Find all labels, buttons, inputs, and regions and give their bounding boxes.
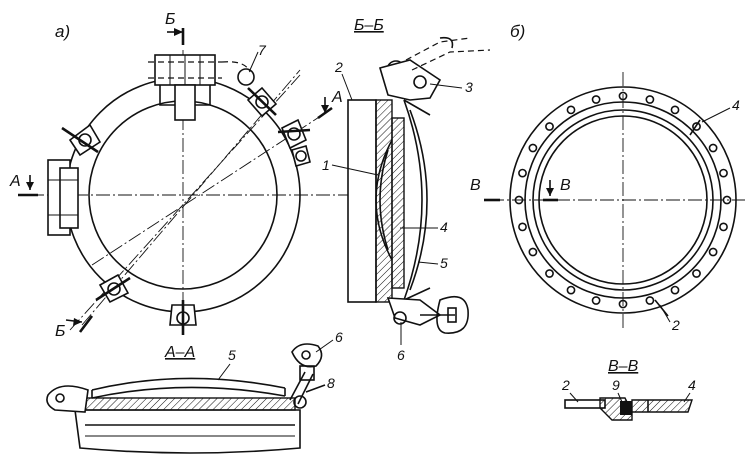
- bolt-hole: [645, 296, 655, 305]
- callout-1: 1: [322, 157, 330, 173]
- cut-letter-a-left: А: [9, 173, 21, 190]
- callout-7: 7: [258, 42, 267, 58]
- base-body: [74, 409, 301, 454]
- membrane-1: [375, 139, 393, 261]
- callout-8: 8: [327, 375, 335, 391]
- bolt-hole: [545, 269, 554, 278]
- front-view-b: [484, 72, 745, 328]
- clamp-handle-aa: [291, 343, 323, 368]
- bolt-hole: [518, 168, 527, 178]
- clamp-lug-upper-left: [61, 123, 102, 157]
- outer-shell-5: [403, 99, 423, 301]
- bolt-hole: [670, 285, 680, 295]
- front-view-a: [18, 28, 365, 335]
- arrow-a-right: [317, 97, 333, 120]
- bolt-hole: [692, 269, 701, 278]
- bolt-hole: [692, 122, 701, 131]
- bolt-hole: [528, 247, 538, 257]
- callout-2-vv: 2: [561, 377, 570, 393]
- callout-5-aa: 5: [228, 347, 236, 363]
- coaming-frame: [347, 99, 377, 303]
- frame-flange: [375, 99, 393, 303]
- callout-4-vv: 4: [688, 377, 696, 393]
- callout-5-bb: 5: [440, 255, 448, 271]
- section-view-bb: [347, 36, 491, 334]
- cover-plate: [391, 117, 405, 289]
- clamp-lug-right-lower: [291, 145, 311, 167]
- view-label-b: б): [510, 22, 525, 41]
- plate-2-vv: [564, 399, 606, 409]
- clamp-lug-upper-right: [246, 86, 278, 118]
- section-title-aa: А–А: [164, 344, 195, 361]
- callout-2-b: 2: [671, 317, 680, 333]
- bolt-hole: [719, 168, 728, 178]
- wing-handle: [436, 295, 469, 334]
- bolt-hole: [566, 285, 576, 295]
- arrow-b-top: [167, 28, 185, 45]
- bolt-hole: [618, 299, 628, 309]
- cut-letter-b-top: Б: [165, 11, 175, 28]
- top-hinge-block: [148, 54, 255, 121]
- handle-knob-7: [237, 68, 255, 86]
- bolt-hole: [591, 95, 601, 104]
- bolt-hole: [670, 105, 680, 115]
- bolt-hole: [518, 222, 527, 232]
- cut-letter-v-right: В: [560, 177, 571, 194]
- arrow-v-right: [543, 180, 558, 202]
- bolt-hole: [708, 247, 718, 257]
- arrow-b-bottom: [65, 315, 94, 333]
- bolt-hole: [645, 95, 655, 104]
- bolt-hole: [514, 195, 524, 205]
- clamp-lug-bottom: [169, 300, 197, 335]
- bolt-holes: [514, 91, 732, 309]
- cut-letter-v-left: В: [470, 177, 481, 194]
- section-title-bb: Б–Б: [354, 17, 384, 34]
- section-view-aa: [46, 343, 326, 454]
- bolt-hole: [591, 296, 601, 305]
- section-view-vv: [564, 397, 693, 421]
- left-side-lug: [47, 159, 79, 236]
- flange-aa: [79, 397, 296, 411]
- callout-9: 9: [612, 377, 620, 393]
- bolt-hole: [545, 122, 554, 131]
- clamp-lug-right: [277, 118, 311, 150]
- left-hinge-aa: [46, 385, 89, 413]
- callout-6-bb: 6: [397, 347, 405, 363]
- cover-4-vv: [631, 399, 693, 413]
- view-label-a: а): [55, 22, 70, 41]
- bolt-hole: [719, 222, 728, 232]
- callouts: 7 2 3 1 4 5 6 5 6 8 4 2 2 9 4: [217, 42, 740, 403]
- section-title-vv: В–В: [608, 358, 639, 375]
- cut-letter-b-bottom: Б: [55, 323, 65, 340]
- domed-cover-aa: [91, 377, 286, 391]
- section-line-aa: [91, 109, 331, 266]
- callout-4-b: 4: [732, 97, 740, 113]
- callout-6-aa: 6: [335, 329, 343, 345]
- cut-letter-a-right: А: [331, 89, 343, 106]
- arrow-a-left: [18, 175, 38, 197]
- hinge-pin-bottom: [393, 311, 407, 325]
- callout-4-bb: 4: [440, 219, 448, 235]
- clamp-lug-lower-left: [95, 273, 131, 304]
- callout-2-bb: 2: [334, 59, 343, 75]
- bolt-hole: [618, 91, 628, 101]
- bolt-hole: [722, 195, 732, 205]
- bolt-hole: [528, 143, 538, 153]
- callout-3: 3: [465, 79, 473, 95]
- bolt-hole: [708, 143, 718, 153]
- bolt-hole: [566, 105, 576, 115]
